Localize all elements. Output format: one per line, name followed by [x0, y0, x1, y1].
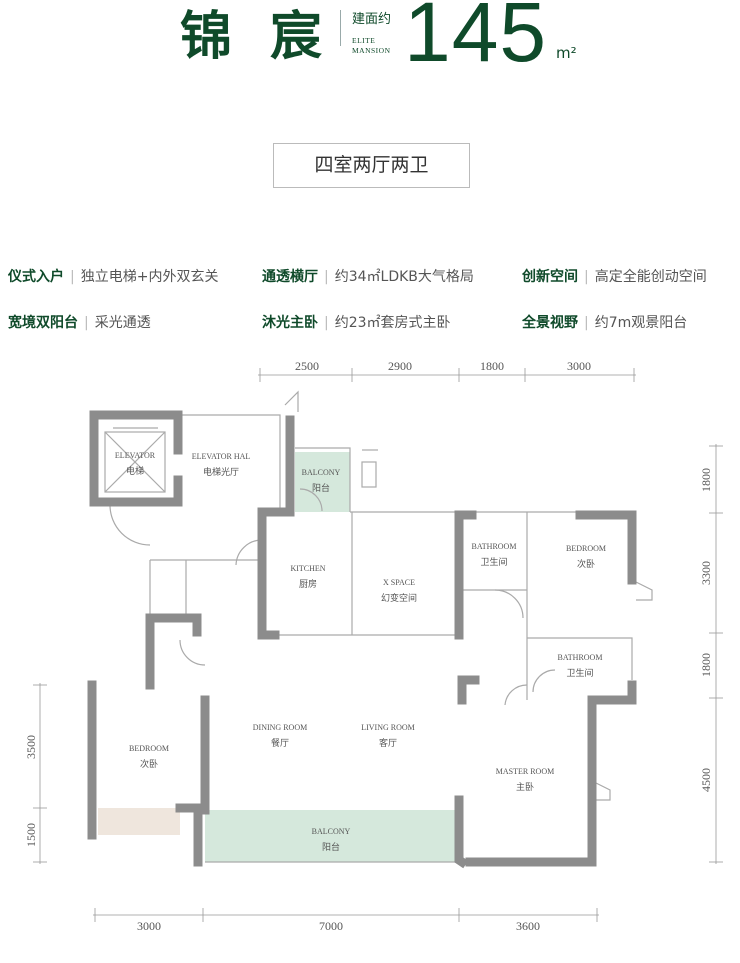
room-balcony-small-en: BALCONY: [302, 468, 341, 477]
room-balcony-large-cn: 阳台: [322, 841, 340, 852]
dim-label: 1800: [480, 359, 504, 373]
room-x-space-en: X SPACE: [383, 578, 415, 587]
room-bathroom2-en: BATHROOM: [558, 653, 603, 662]
feature-item: 沐光主卧|约23㎡套房式主卧: [262, 315, 451, 331]
dim-label: 2900: [388, 359, 412, 373]
room-balcony-large-en: BALCONY: [312, 827, 351, 836]
room-kitchen-cn: 厨房: [299, 578, 317, 589]
room-living-cn: 客厅: [379, 737, 397, 748]
room-bathroom1-en: BATHROOM: [472, 542, 517, 551]
balcony-large-fill: [205, 810, 458, 862]
feature-title: 通透横厅: [262, 269, 318, 285]
room-bedroom2-en: BEDROOM: [129, 744, 169, 753]
feature-title: 全景视野: [522, 315, 578, 331]
feature-item: 宽境双阳台|采光通透: [8, 315, 151, 331]
feature-item: 创新空间|高定全能创动空间: [522, 269, 707, 285]
dimension-lines: [33, 368, 723, 922]
room-elevator-hall-en: ELEVATOR HAL: [192, 452, 251, 461]
feature-title: 沐光主卧: [262, 315, 318, 331]
title-divider: [340, 10, 341, 46]
feature-title: 仪式入户: [8, 269, 64, 285]
dim-label: 3000: [567, 359, 591, 373]
room-living-en: LIVING ROOM: [361, 723, 415, 732]
elite-text: ELITE: [352, 36, 376, 45]
feature-desc: 约23㎡套房式主卧: [334, 315, 451, 331]
dim-label: 1800: [699, 653, 713, 677]
feature-desc: 约34㎡LDKB大气格局: [334, 269, 474, 285]
dim-label: 1800: [699, 468, 713, 492]
feature-desc: 独立电梯+内外双玄关: [80, 269, 219, 285]
area-unit: m²: [556, 44, 577, 62]
feature-title: 宽境双阳台: [8, 315, 78, 331]
layout-type-badge: 四室两厅两卫: [273, 143, 470, 188]
balcony-small-fill: [295, 452, 350, 512]
area-value: 145: [404, 0, 548, 79]
room-bedroom1-cn: 次卧: [577, 558, 595, 569]
mansion-text: MANSION: [352, 46, 391, 55]
room-labels: ELEVATOR 电梯 ELEVATOR HAL 电梯光厅 BALCONY 阳台 KI…: [115, 451, 606, 852]
dim-label: 3500: [24, 735, 38, 759]
room-elevator-cn: 电梯: [126, 465, 144, 476]
feature-item: 仪式入户|独立电梯+内外双玄关: [8, 269, 219, 285]
bay-window: [98, 808, 180, 835]
dim-label: 3300: [699, 561, 713, 585]
feature-item: 通透横厅|约34㎡LDKB大气格局: [262, 269, 474, 285]
room-balcony-small-cn: 阳台: [312, 482, 330, 493]
room-bedroom1-en: BEDROOM: [566, 544, 606, 553]
room-master-en: MASTER ROOM: [496, 767, 554, 776]
room-bathroom1-cn: 卫生间: [480, 556, 507, 567]
dim-label: 4500: [699, 768, 713, 792]
dim-label: 3600: [516, 919, 540, 933]
room-elevator-en: ELEVATOR: [115, 451, 156, 460]
structural-walls: [87, 410, 637, 869]
dim-label: 1500: [24, 823, 38, 847]
room-bedroom2-cn: 次卧: [140, 758, 158, 769]
dim-label: 7000: [319, 919, 343, 933]
area-label: 建面约: [352, 12, 392, 27]
feature-desc: 高定全能创动空间: [594, 269, 707, 285]
room-master-cn: 主卧: [516, 781, 534, 792]
room-x-space-cn: 幻变空间: [381, 592, 417, 603]
room-dining-en: DINING ROOM: [253, 723, 307, 732]
room-dining-cn: 餐厅: [271, 737, 289, 748]
dim-label: 2500: [295, 359, 319, 373]
feature-desc: 约7m观景阳台: [594, 315, 688, 331]
project-name-char1: 锦: [180, 7, 233, 67]
project-name-char2: 宸: [270, 7, 323, 67]
thin-walls: [104, 390, 653, 863]
room-kitchen-en: KITCHEN: [290, 564, 325, 573]
dimension-labels: 2500 2900 1800 3000 1800 3300 1800 4500 …: [24, 359, 713, 933]
feature-title: 创新空间: [522, 269, 578, 285]
room-bathroom2-cn: 卫生间: [566, 667, 593, 678]
feature-item: 全景视野|约7m观景阳台: [522, 315, 688, 331]
room-elevator-hall-cn: 电梯光厅: [203, 466, 239, 477]
feature-desc: 采光通透: [94, 315, 151, 331]
dim-label: 3000: [137, 919, 161, 933]
